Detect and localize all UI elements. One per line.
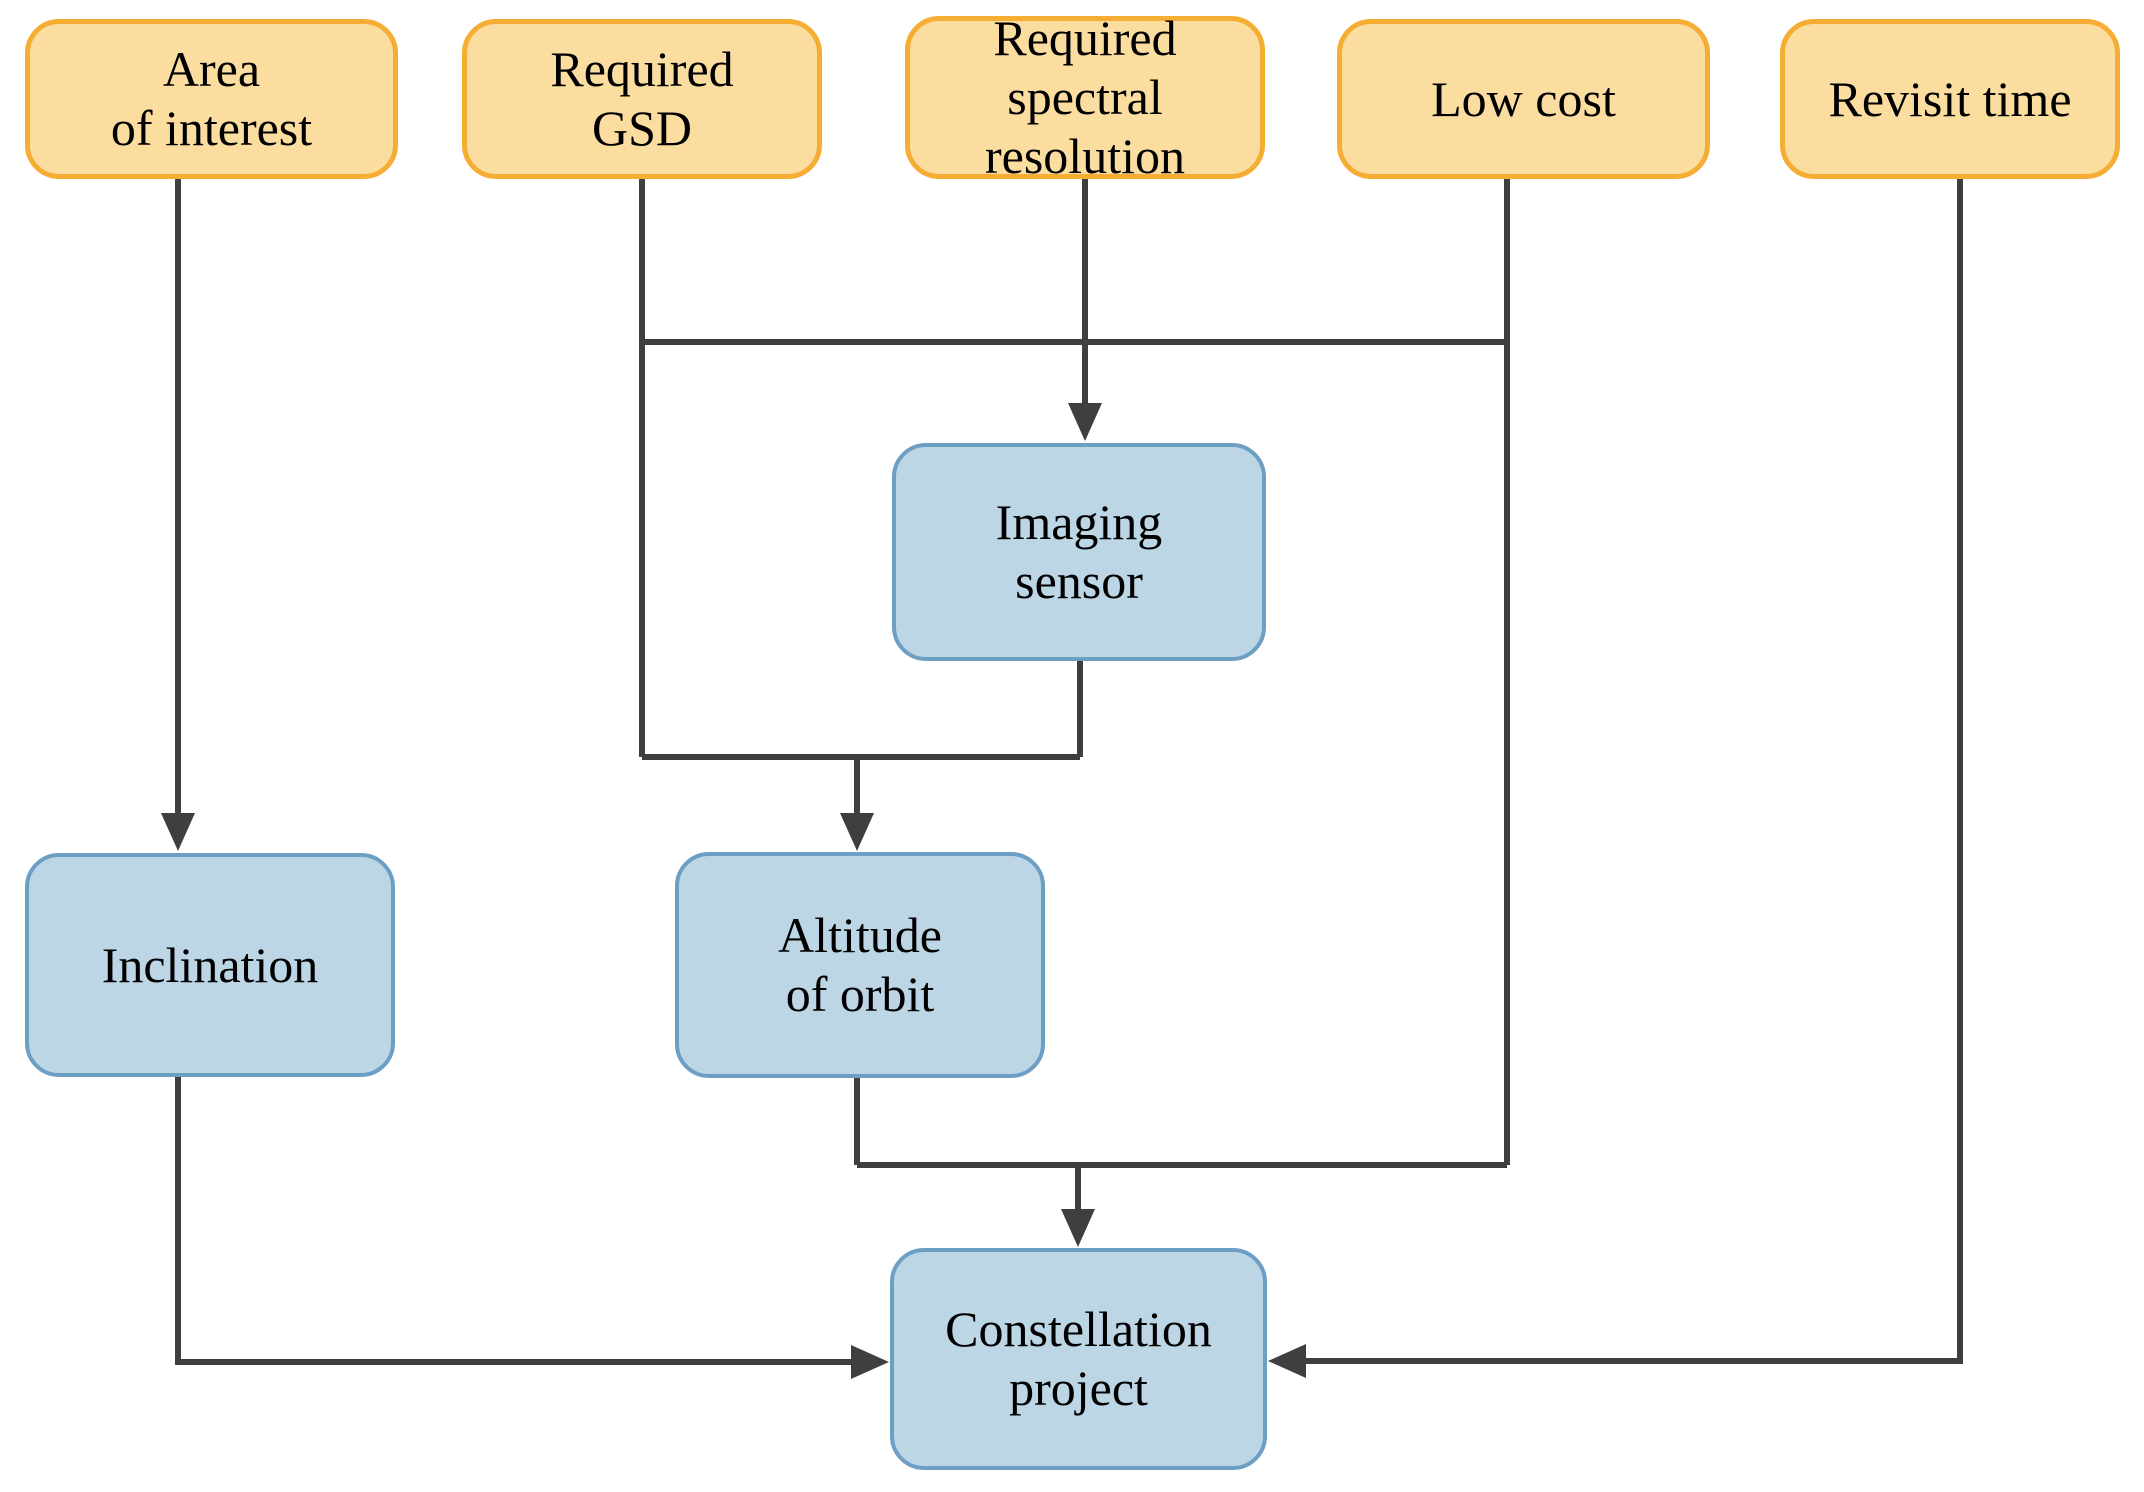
node-required-gsd[interactable]: Required GSD: [462, 19, 822, 179]
node-low-cost[interactable]: Low cost: [1337, 19, 1710, 179]
edge-altitude-merge-bar: [642, 754, 1080, 843]
node-altitude-of-orbit[interactable]: Altitude of orbit: [675, 852, 1045, 1078]
node-label-required-spectral-resolution: Required spectral resolution: [985, 10, 1185, 184]
node-area-of-interest[interactable]: Area of interest: [25, 19, 398, 179]
edge-constellation-merge-bar: [857, 1162, 1507, 1239]
node-label-revisit-time: Revisit time: [1828, 70, 2072, 127]
node-label-imaging-sensor: Imaging sensor: [995, 494, 1163, 609]
node-imaging-sensor[interactable]: Imaging sensor: [892, 443, 1266, 661]
node-constellation-project[interactable]: Constellation project: [890, 1248, 1267, 1470]
arrowhead-altitude-merge-bar: [840, 813, 874, 851]
node-label-area-of-interest: Area of interest: [110, 41, 313, 156]
node-label-inclination: Inclination: [101, 936, 319, 993]
edge-inclination-to-constellation: [175, 1077, 880, 1365]
node-revisit-time[interactable]: Revisit time: [1780, 19, 2120, 179]
arrowhead-inclination-to-constellation: [851, 1345, 889, 1379]
arrowhead-spectral-to-imaging-sensor: [1068, 403, 1102, 441]
edge-revisit-time-to-constellation: [1277, 179, 1963, 1364]
node-inclination[interactable]: Inclination: [25, 853, 395, 1077]
arrowhead-constellation-merge-bar: [1061, 1209, 1095, 1247]
node-label-low-cost: Low cost: [1431, 70, 1616, 127]
node-label-altitude-of-orbit: Altitude of orbit: [778, 907, 942, 1022]
arrowhead-revisit-time-to-constellation: [1268, 1344, 1306, 1378]
arrowhead-area-to-inclination: [161, 813, 195, 851]
node-label-required-gsd: Required GSD: [550, 41, 734, 156]
node-label-constellation-project: Constellation project: [945, 1301, 1212, 1416]
node-required-spectral-resolution[interactable]: Required spectral resolution: [905, 10, 1265, 184]
